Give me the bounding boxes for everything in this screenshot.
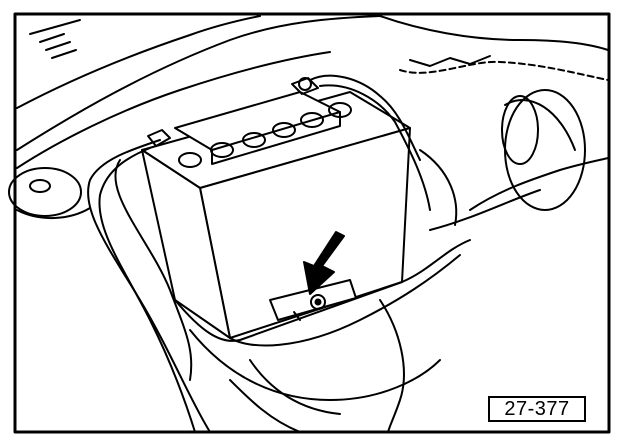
arrow-down-left-icon [303,231,345,295]
figure-frame [13,12,611,434]
positive-terminal [291,77,319,95]
clamp-bolt [310,294,326,310]
hold-down-clamp [269,279,357,321]
reservoir-cap [501,89,586,211]
strut-mount [8,167,91,220]
engine-bay-outline [16,15,609,169]
cell-cap-6 [328,102,352,118]
cell-cap-3 [242,132,266,148]
battery [141,77,411,339]
figure-reference-number: 27-377 [504,397,570,420]
cell-cap-2 [210,142,234,158]
cell-cap-1 [178,152,202,168]
figure-reference-label: 27-377 [488,396,586,422]
battery-cables [87,74,609,433]
cell-cap-5 [300,112,324,128]
battery-tray [174,149,471,433]
cell-cap-4 [272,122,296,138]
